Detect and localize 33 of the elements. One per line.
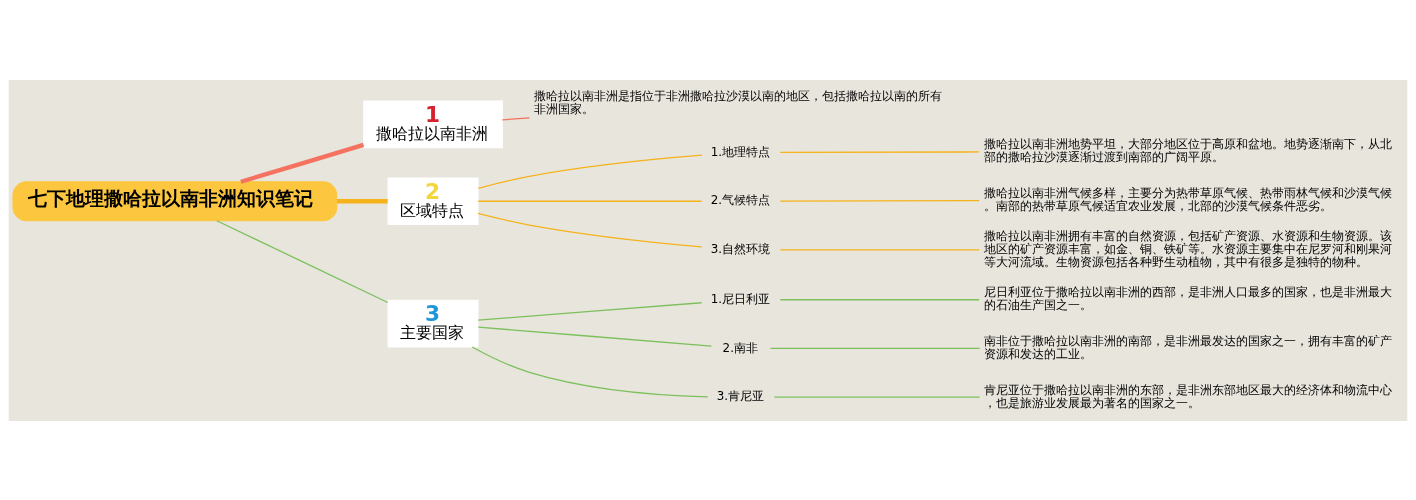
node-text: 3.肯尼亚: [716, 388, 765, 403]
node-box: 1 撒哈拉以南非洲: [363, 100, 503, 148]
node-box: 七下地理撒哈拉以南非洲知识笔记: [12, 180, 338, 221]
node-box: 3 主要国家: [387, 299, 479, 347]
connector: [216, 219, 389, 303]
connector: [477, 154, 703, 189]
node-text: 撒哈拉以南非洲拥有丰富的自然资源，包括矿产资源、水资源和生物资源。该地区的矿产资源丰富，如金、铜、铁矿等。水资源主要集中在尼罗河和刚果河等大河流域。生物资源包括各种野生动植物，其中有很多是独特的物种。: [984, 228, 1393, 269]
connector: [477, 301, 703, 321]
connector: [769, 347, 981, 349]
connector: [779, 199, 980, 202]
node-text: 撒哈拉以南非洲地势平坦，大部分地区位于高原和盆地。地势逐渐南下，从北部的撒哈拉沙漠逐渐过渡到南部的广阔平原。: [984, 136, 1393, 164]
node-text: 肯尼亚位于撒哈拉以南非洲的东部，是非洲东部地区最大的经济体和物流中心，也是旅游业发展最为著名的国家之一。: [984, 382, 1393, 410]
node-text: 3.自然环境: [710, 241, 771, 256]
connector: [240, 142, 365, 184]
node-box: 2 区域特点: [387, 176, 479, 225]
node-text: 1.尼日利亚: [710, 291, 771, 306]
connector: [779, 298, 980, 300]
connector: [337, 198, 388, 203]
connector: [501, 116, 530, 120]
connector: [477, 200, 703, 202]
node-text: 撒哈拉以南非洲气候多样，主要分为热带草原气候、热带雨林气候和沙漠气候。南部的热带草原气候适宜农业发展，北部的沙漠气候条件恶劣。: [984, 185, 1393, 213]
connector: [773, 396, 981, 398]
node-text: 撒哈拉以南非洲是指位于非洲撒哈拉沙漠以南的地区，包括撒哈拉以南的所有非洲国家。: [533, 88, 942, 116]
node-text: 1.地理特点: [710, 144, 771, 159]
connector: [471, 345, 709, 398]
node-text: 尼日利亚位于撒哈拉以南非洲的西部，是非洲人口最多的国家，也是非洲最大的石油生产国之一。: [984, 284, 1393, 312]
connector: [779, 248, 980, 251]
connector: [477, 326, 713, 347]
connector: [779, 150, 980, 153]
node-text: 2.气候特点: [710, 192, 771, 207]
node-text: 2.南非: [722, 340, 758, 354]
node-text: 南非位于撒哈拉以南非洲的南部，是非洲最发达的国家之一，拥有丰富的矿产资源和发达的工业。: [984, 333, 1393, 361]
connector: [477, 212, 703, 248]
